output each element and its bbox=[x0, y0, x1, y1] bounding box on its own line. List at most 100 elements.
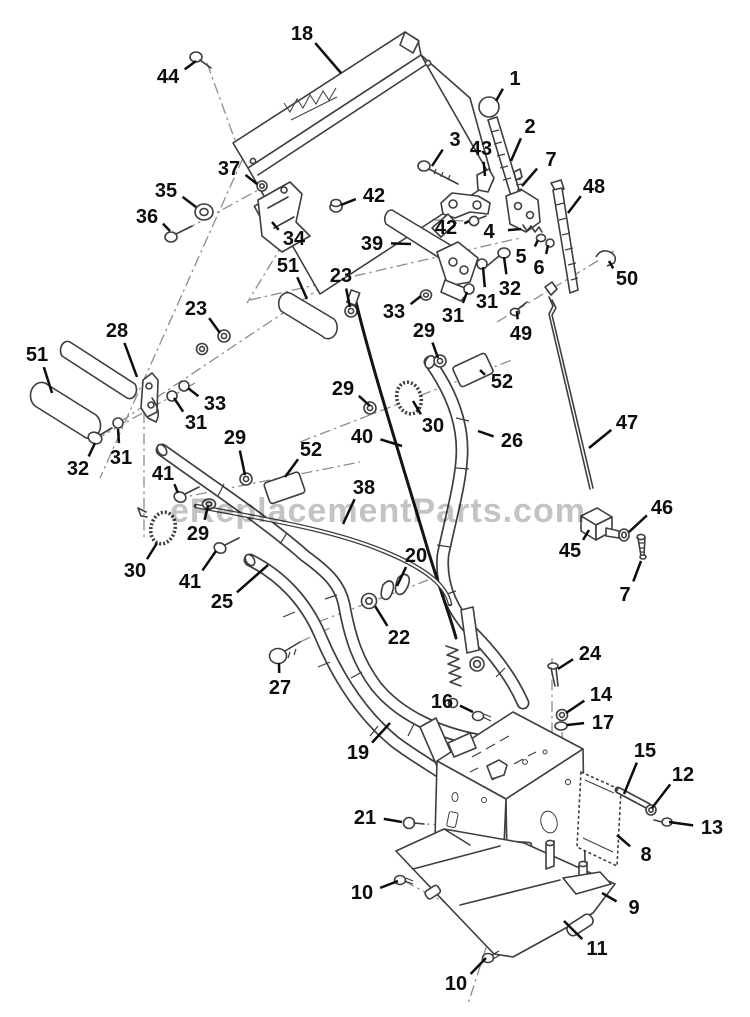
callout-label-51: 51 bbox=[277, 255, 299, 277]
callout-leader-50 bbox=[607, 260, 615, 270]
cables bbox=[193, 289, 485, 709]
callout-leader-16 bbox=[459, 704, 474, 714]
callout-leader-32 bbox=[87, 442, 97, 457]
callout-label-7: 7 bbox=[545, 149, 556, 171]
callout-label-41: 41 bbox=[179, 571, 201, 593]
callout-label-42: 42 bbox=[435, 217, 457, 239]
callout-leader-21 bbox=[383, 817, 403, 824]
callout-label-19: 19 bbox=[347, 742, 369, 764]
callout-label-29: 29 bbox=[332, 378, 354, 400]
watermark: eReplacementParts.com bbox=[170, 492, 586, 530]
callout-label-29: 29 bbox=[413, 320, 435, 342]
callout-leader-47 bbox=[588, 428, 613, 449]
callout-label-4: 4 bbox=[483, 221, 495, 243]
callout-leader-40 bbox=[380, 438, 403, 448]
callout-label-31: 31 bbox=[110, 447, 132, 469]
callout-leader-26 bbox=[477, 429, 495, 438]
mid-hardware bbox=[137, 352, 494, 665]
callout-label-50: 50 bbox=[616, 268, 638, 290]
callout-label-5: 5 bbox=[515, 246, 526, 268]
callout-label-20: 20 bbox=[405, 545, 427, 567]
callout-label-30: 30 bbox=[422, 415, 444, 437]
callout-leader-51 bbox=[42, 366, 54, 394]
callout-leader-37 bbox=[244, 173, 258, 185]
callout-label-31: 31 bbox=[442, 305, 464, 327]
callout-label-9: 9 bbox=[628, 897, 639, 919]
callout-label-28: 28 bbox=[106, 320, 128, 342]
callout-leader-36 bbox=[162, 222, 171, 232]
lever-assembly bbox=[417, 96, 555, 248]
tube-39-assembly bbox=[344, 209, 511, 318]
callout-leader-8 bbox=[616, 834, 631, 848]
callout-leader-52 bbox=[479, 369, 486, 376]
callout-leader-14 bbox=[565, 699, 585, 715]
callout-leader-5 bbox=[533, 239, 540, 247]
handlebar-tubes bbox=[155, 354, 530, 787]
callout-label-14: 14 bbox=[590, 684, 613, 706]
callout-leader-46 bbox=[628, 514, 648, 533]
callout-leader-3 bbox=[430, 148, 444, 167]
callout-leader-44 bbox=[184, 59, 197, 71]
callout-leader-24 bbox=[557, 658, 574, 671]
callout-label-26: 26 bbox=[501, 430, 523, 452]
callout-leader-41 bbox=[201, 550, 218, 572]
callout-leader-31 bbox=[481, 266, 487, 288]
callout-label-15: 15 bbox=[634, 740, 656, 762]
callout-leader-45 bbox=[582, 529, 591, 541]
switch-45-group bbox=[580, 507, 647, 560]
callout-leader-31 bbox=[172, 397, 185, 413]
callout-label-43: 43 bbox=[470, 138, 492, 160]
callout-label-39: 39 bbox=[361, 233, 383, 255]
callout-leader-31 bbox=[116, 428, 121, 444]
callout-label-30: 30 bbox=[124, 560, 146, 582]
callout-leader-51 bbox=[296, 276, 309, 300]
callout-leader-48 bbox=[567, 195, 582, 214]
callout-leader-23 bbox=[208, 317, 222, 334]
callout-label-3: 3 bbox=[449, 129, 460, 151]
callout-leader-10 bbox=[469, 957, 487, 975]
callout-leader-13 bbox=[668, 820, 694, 827]
callout-leader-52 bbox=[283, 458, 300, 478]
callout-leader-20 bbox=[395, 566, 408, 587]
callout-label-52: 52 bbox=[300, 439, 322, 461]
cover-fasteners bbox=[164, 51, 487, 253]
callout-label-2: 2 bbox=[524, 116, 535, 138]
callout-label-29: 29 bbox=[187, 523, 209, 545]
callout-label-23: 23 bbox=[330, 265, 352, 287]
callout-leader-7 bbox=[521, 167, 539, 187]
callout-label-6: 6 bbox=[533, 257, 544, 279]
callout-label-32: 32 bbox=[499, 278, 521, 300]
callout-leader-38 bbox=[341, 498, 356, 525]
callout-leader-42 bbox=[340, 197, 357, 207]
callout-label-24: 24 bbox=[579, 643, 602, 665]
callout-label-31: 31 bbox=[185, 412, 207, 434]
callout-leader-23 bbox=[344, 288, 352, 308]
callout-label-18: 18 bbox=[291, 23, 313, 45]
callout-label-1: 1 bbox=[509, 68, 520, 90]
callout-label-17: 17 bbox=[592, 712, 614, 734]
callout-leader-49 bbox=[515, 310, 519, 320]
callout-leader-41 bbox=[173, 483, 180, 494]
callout-label-52: 52 bbox=[491, 371, 513, 393]
callout-label-51: 51 bbox=[26, 344, 48, 366]
callout-leader-11 bbox=[563, 920, 584, 941]
callout-leader-22 bbox=[373, 605, 389, 627]
callout-leader-15 bbox=[622, 762, 638, 795]
callout-leader-17 bbox=[566, 721, 585, 727]
callout-leader-32 bbox=[502, 256, 508, 275]
callout-label-38: 38 bbox=[353, 477, 375, 499]
callout-leader-29 bbox=[357, 394, 371, 407]
callout-label-25: 25 bbox=[211, 591, 233, 613]
callout-label-36: 36 bbox=[136, 206, 158, 228]
callout-leader-4 bbox=[507, 227, 522, 232]
callout-label-33: 33 bbox=[204, 393, 226, 415]
callout-leader-10 bbox=[379, 879, 399, 890]
callout-leader-18 bbox=[314, 42, 342, 74]
callout-label-40: 40 bbox=[351, 426, 373, 448]
callout-label-31: 31 bbox=[476, 291, 498, 313]
callout-leader-19 bbox=[371, 722, 391, 744]
callout-leader-12 bbox=[651, 783, 672, 809]
callout-label-42: 42 bbox=[363, 185, 385, 207]
callout-leader-39 bbox=[390, 242, 412, 246]
